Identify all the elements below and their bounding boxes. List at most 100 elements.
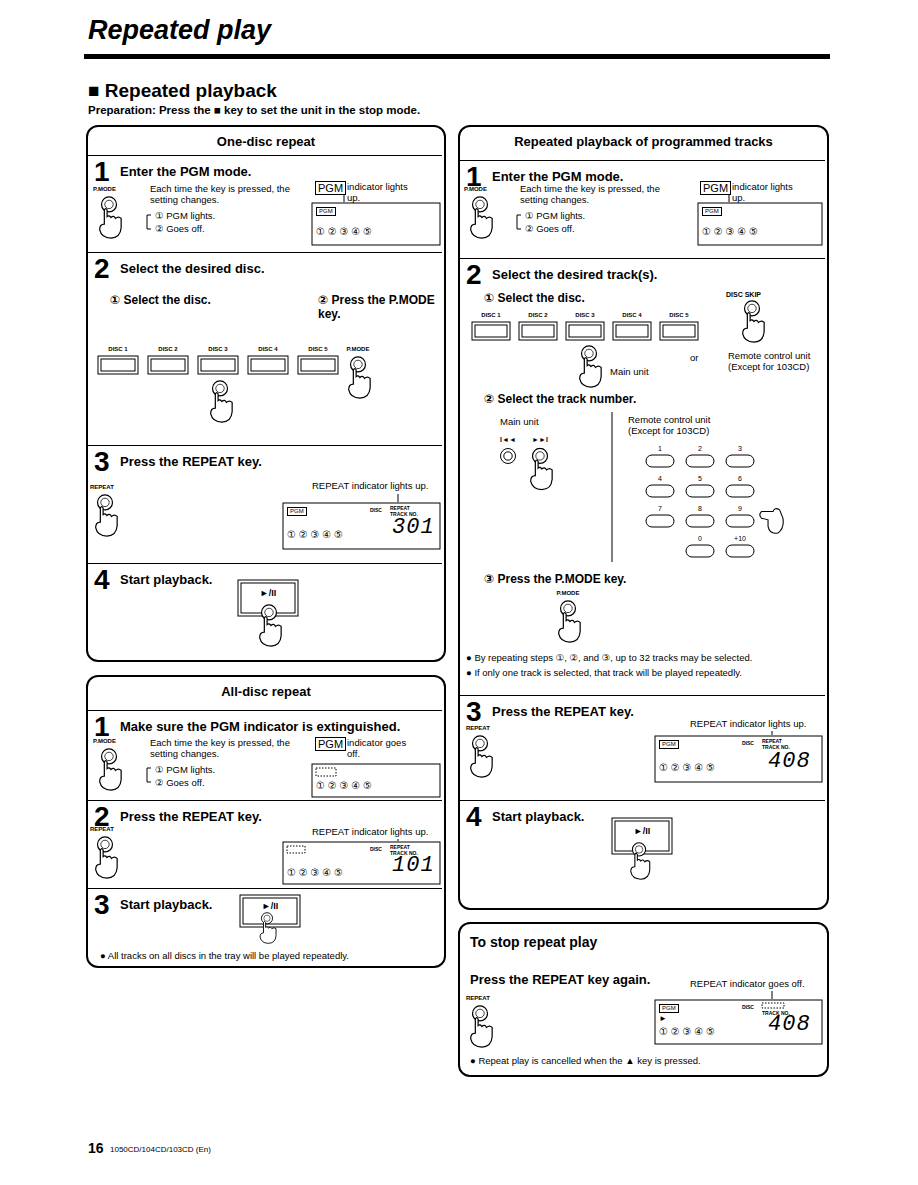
step-box: 1Enter the PGM mode. [458, 160, 825, 258]
label-text: 1 [646, 445, 674, 453]
label-text: DISC 2 [148, 346, 188, 353]
display-number: 301 [392, 517, 435, 539]
page-header: Repeated play [88, 14, 271, 46]
indicator-tag: PGM [700, 181, 731, 195]
label-text: ① Select the disc. [484, 291, 585, 305]
label-text: REPEAT [390, 505, 410, 511]
label-text: ② Press the P.MODE key. [318, 293, 438, 322]
indicator-tag: PGM [287, 507, 307, 516]
panel-heading: One-disc repeat [88, 134, 444, 150]
label-text: P.MODE [338, 346, 378, 353]
label-text: ① ② ③ ④ ⑤ [316, 780, 372, 792]
label-text: ● If only one track is selected, that tr… [466, 667, 742, 678]
label-text: ● By repeating steps ①, ②, and ③, up to … [466, 652, 752, 663]
label-text: ② Goes off. [525, 223, 575, 234]
step-box: 4 Start playback. [86, 563, 442, 662]
section-panel: One-disc repeat 1 Enter the PGM mode. 2 Sele… [86, 125, 446, 662]
step-heading: Select the desired disc. [120, 261, 265, 277]
step-heading: Start playback. [492, 809, 585, 825]
label-text: DISC 4 [613, 312, 651, 319]
step-box: 1 Enter the PGM mode. [86, 155, 442, 252]
label-text: ►/II [238, 588, 298, 599]
label-text: DISC 4 [248, 346, 288, 353]
label-text: REPEAT indicator lights up. [690, 718, 806, 729]
label-text: 6 [726, 475, 754, 483]
label-text: DISC 5 [298, 346, 338, 353]
label-text: P.MODE [548, 590, 588, 597]
label-text: ③ Press the P.MODE key. [484, 572, 626, 586]
step-heading: Start playback. [120, 897, 213, 913]
indicator-tag: PGM [316, 207, 336, 216]
label-text: ① ② ③ ④ ⑤ [316, 226, 372, 238]
label-text: TRACK NO. [762, 744, 790, 750]
label-text: ►/II [612, 826, 672, 837]
step-box: 4Start playback. [458, 800, 825, 910]
step-number: 3 [94, 445, 110, 479]
label-text: Main unit [500, 416, 539, 427]
label-text: 2 [686, 445, 714, 453]
label-text: REPEAT [90, 826, 114, 833]
label-text: or [690, 352, 698, 363]
step-heading: Enter the PGM mode. [120, 164, 251, 180]
step-number: 1 [94, 155, 110, 189]
step-number: 2 [466, 258, 482, 292]
step-heading: Make sure the PGM indicator is extinguis… [120, 719, 400, 735]
label-text: ② Goes off. [155, 777, 205, 788]
panel-heading: Repeated playback of programmed tracks [460, 134, 827, 150]
label-text: Each time the key is pressed, the settin… [150, 183, 300, 206]
section-panel: Repeated playback of programmed tracks1E… [458, 125, 829, 910]
label-text: 7 [646, 505, 674, 513]
step-number: 4 [94, 563, 110, 597]
step-number: 3 [466, 695, 482, 729]
label-text: DISC 3 [198, 346, 238, 353]
label-text: REPEAT indicator lights up. [312, 480, 428, 491]
label-text: Each time the key is pressed, the settin… [520, 183, 670, 206]
label-text: REPEAT [390, 844, 410, 850]
label-text: indicator lights up. [732, 181, 794, 204]
label-text: 4 [646, 475, 674, 483]
label-text: REPEAT indicator lights up. [312, 826, 428, 837]
section-panel: To stop repeat play [458, 922, 829, 1077]
label-text: DISC [370, 507, 382, 513]
label-text: ② Goes off. [155, 223, 205, 234]
label-text: 9 [726, 505, 754, 513]
panel-heading: All-disc repeat [88, 684, 444, 700]
step-heading: Start playback. [120, 572, 213, 588]
label-text: REPEAT [466, 725, 490, 732]
label-text: REPEAT [762, 738, 782, 744]
label-text: +10 [726, 535, 754, 543]
label-text: ■ Repeated playback [88, 80, 277, 103]
indicator-tag: PGM [315, 181, 346, 195]
label-text: Each time the key is pressed, the settin… [150, 737, 300, 760]
step-heading: Press the REPEAT key. [492, 704, 634, 720]
label-text: I◄◄ [498, 436, 518, 444]
display-number: 408 [768, 751, 811, 773]
label-text: ► [659, 1014, 667, 1024]
label-text: P.MODE [93, 186, 116, 193]
label-text: Remote control unit (Except for 103CD) [728, 350, 823, 373]
label-text: 3 [726, 445, 754, 453]
label-text: ② Select the track number. [484, 392, 636, 406]
label-text: ① ② ③ ④ ⑤ [287, 529, 343, 541]
label-text: DISC 1 [472, 312, 510, 319]
panel-heading: To stop repeat play [470, 934, 597, 951]
label-text: Main unit [610, 366, 649, 377]
label-text: DISC SKIP [726, 291, 761, 299]
label-text: 8 [686, 505, 714, 513]
label-text: ① ② ③ ④ ⑤ [659, 1026, 715, 1038]
label-text: 0 [686, 535, 714, 543]
label-text: Remote control unit (Except for 103CD) [628, 414, 738, 437]
step-number: 2 [94, 252, 110, 286]
step-box: 2Select the desired track(s). [458, 258, 825, 695]
step-box: 2Press the REPEAT key. [86, 800, 442, 888]
label-text: P.MODE [93, 738, 116, 745]
label-text: Press the REPEAT key again. [470, 972, 650, 988]
step-heading: Enter the PGM mode. [492, 169, 623, 185]
step-heading: Press the REPEAT key. [120, 809, 262, 825]
indicator-tag: PGM [659, 740, 679, 749]
indicator-tag: PGM [659, 1004, 679, 1013]
step-heading: Press the REPEAT key. [120, 454, 262, 470]
label-text: 16 [88, 1140, 104, 1157]
step-box: 1Make sure the PGM indicator is extingui… [86, 710, 442, 800]
indicator-tag: PGM [315, 737, 346, 751]
